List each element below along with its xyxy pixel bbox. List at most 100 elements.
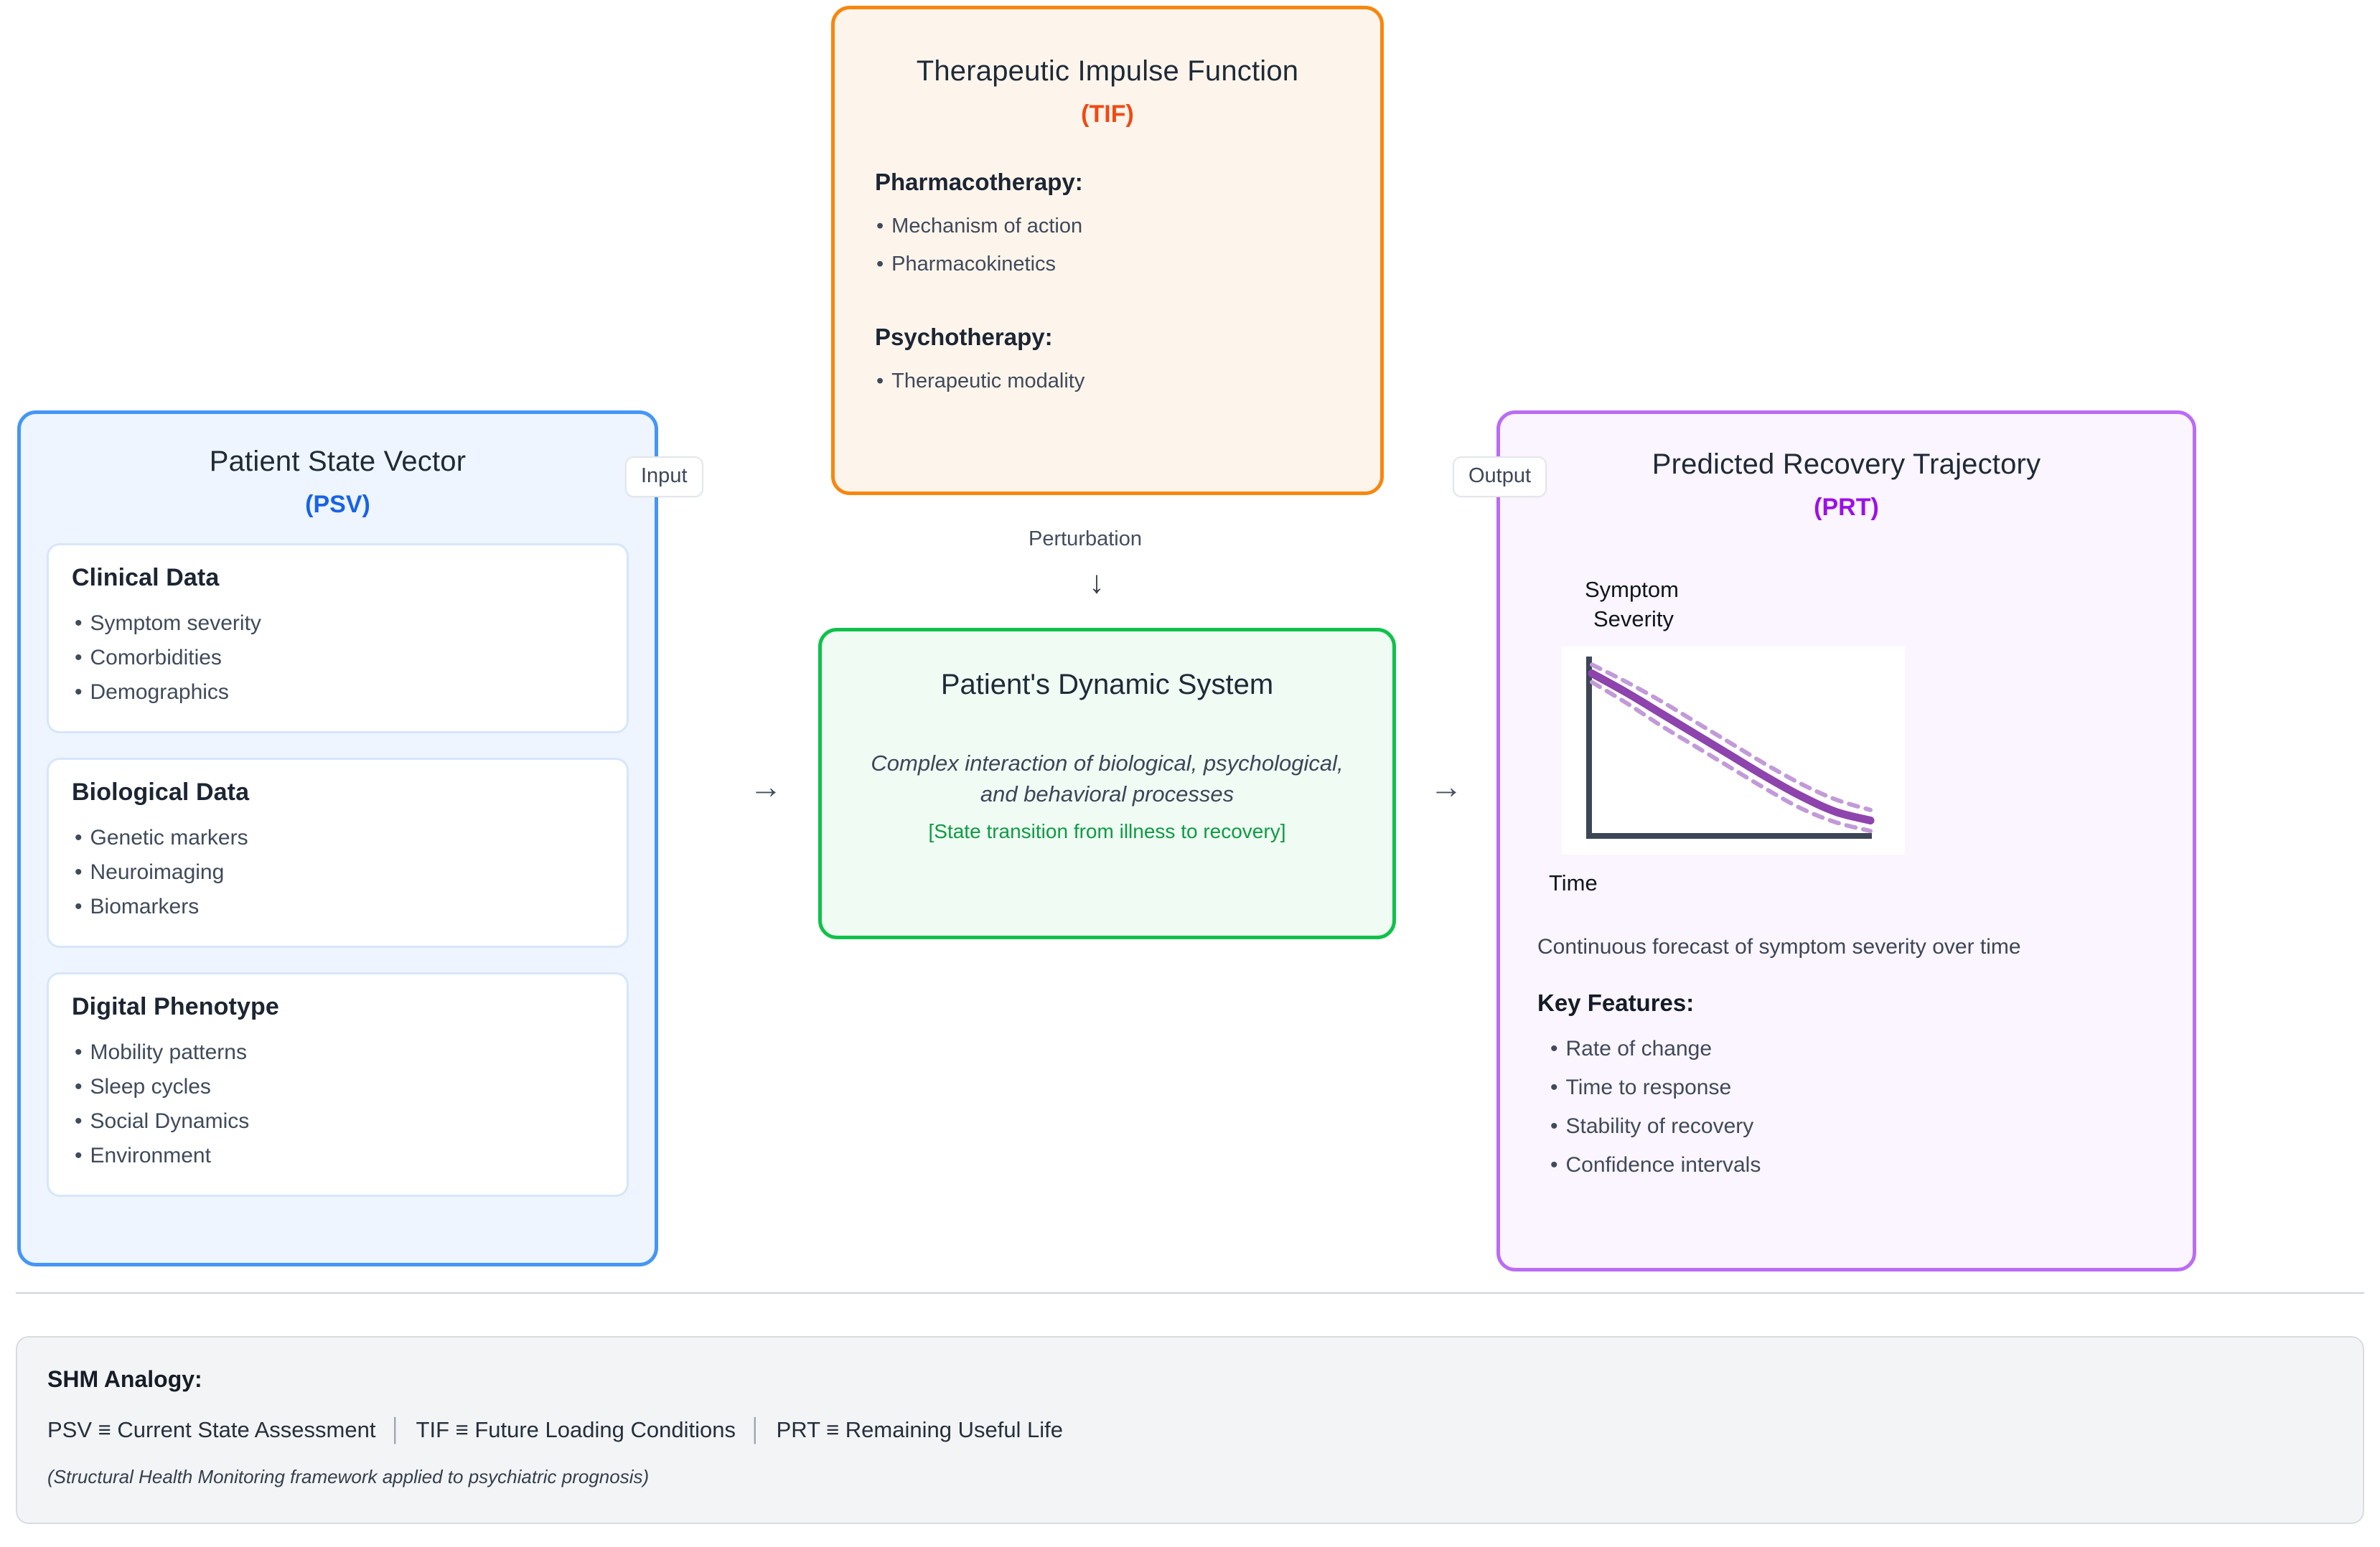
bullet-icon: • bbox=[876, 370, 884, 392]
list-item-label: Stability of recovery bbox=[1565, 1114, 1754, 1139]
card-list: • Genetic markers • Neuroimaging •Biomarke… bbox=[72, 821, 604, 924]
bullet-icon: • bbox=[75, 680, 83, 704]
card-heading: Biological Data bbox=[72, 779, 250, 806]
shm-title: SHM Analogy: bbox=[47, 1366, 202, 1392]
list-item: • Social Dynamics bbox=[72, 1104, 604, 1139]
y-axis-label-line2: Severity bbox=[1593, 606, 1674, 632]
arrow-tif-to-pds-icon: ↓ bbox=[1089, 565, 1105, 600]
panel-patient-state-vector: Patient State Vector (PSV) Clinical Data… bbox=[17, 410, 658, 1266]
confidence-interval-lower bbox=[1590, 680, 1873, 834]
list-item-label: Symptom severity bbox=[90, 611, 261, 635]
list-item: • Therapeutic modality bbox=[875, 362, 1340, 400]
list-item: • Comorbidities bbox=[72, 641, 604, 675]
perturbation-label: Perturbation bbox=[1029, 527, 1142, 550]
card-clinical-data: Clinical Data • Symptom severity • Comorbi… bbox=[47, 543, 629, 733]
bullet-icon: • bbox=[75, 1109, 83, 1133]
list-item-label: Environment bbox=[90, 1144, 211, 1167]
bullet-icon: • bbox=[1550, 1153, 1558, 1177]
list-item-label: Demographics bbox=[90, 680, 229, 704]
list-item-label: Neuroimaging bbox=[90, 860, 225, 884]
list-item-label: Mechanism of action bbox=[891, 215, 1083, 238]
arrow-psv-to-pds-icon: → bbox=[749, 768, 782, 805]
prt-key-features-title: Key Features: bbox=[1537, 989, 1695, 1017]
chart-x-axis-label: Time bbox=[1549, 870, 1598, 896]
list-item-label: Social Dynamics bbox=[90, 1109, 250, 1133]
tif-group-heading-psychotherapy: Psychotherapy: bbox=[875, 324, 1053, 350]
tif-group-heading-pharmacotherapy: Pharmacotherapy: bbox=[875, 169, 1083, 195]
list-item: • Demographics bbox=[72, 675, 604, 710]
list-item: • Time to response bbox=[1537, 1068, 2155, 1107]
card-digital-phenotype: Digital Phenotype •Mobility patterns •Sl… bbox=[47, 972, 629, 1197]
bullet-icon: • bbox=[75, 611, 83, 635]
prt-caption: Continuous forecast of symptom severity … bbox=[1537, 935, 2021, 959]
shm-mapping-psv: PSV ≡ Current State Assessment bbox=[47, 1417, 376, 1442]
tif-group-list-pharmacotherapy: • Mechanism of action • Pharmacokinetics bbox=[875, 207, 1340, 283]
list-item: •Mobility patterns bbox=[72, 1035, 604, 1070]
list-item: • Symptom severity bbox=[72, 606, 604, 641]
shm-mapping-prt: PRT ≡ Remaining Useful Life bbox=[776, 1417, 1064, 1442]
list-item: • Confidence intervals bbox=[1537, 1146, 2155, 1185]
bullet-icon: • bbox=[75, 646, 83, 669]
shm-mapping-tif: TIF ≡ Future Loading Conditions bbox=[416, 1417, 736, 1442]
bullet-icon: • bbox=[1550, 1076, 1558, 1100]
card-biological-data: Biological Data • Genetic markers • Neuroi… bbox=[47, 758, 629, 948]
list-item: • Mechanism of action bbox=[875, 207, 1340, 245]
prt-key-features-list: • Rate of change • Time to response • Stabi… bbox=[1537, 1030, 2155, 1185]
panel-therapeutic-impulse-function: Therapeutic Impulse Function (TIF) Pharm… bbox=[831, 6, 1384, 495]
bullet-icon: • bbox=[876, 215, 884, 238]
input-badge: Input bbox=[625, 456, 703, 497]
card-list: • Symptom severity • Comorbidities • Demogr… bbox=[72, 606, 604, 710]
pds-title: Patient's Dynamic System bbox=[940, 669, 1274, 700]
list-item-label: Therapeutic modality bbox=[891, 370, 1085, 392]
list-item-label: Sleep cycles bbox=[90, 1075, 211, 1099]
list-item: • Rate of change bbox=[1537, 1030, 2155, 1068]
section-divider bbox=[16, 1292, 2364, 1294]
card-heading: Clinical Data bbox=[72, 564, 220, 591]
list-item: • Neuroimaging bbox=[72, 855, 604, 890]
prt-title: Predicted Recovery Trajectory bbox=[1652, 448, 2041, 480]
bullet-icon: • bbox=[75, 1144, 83, 1167]
list-item-label: Mobility patterns bbox=[90, 1040, 247, 1064]
list-item-label: Confidence intervals bbox=[1565, 1153, 1761, 1177]
shm-note: (Structural Health Monitoring framework … bbox=[47, 1466, 650, 1487]
card-list: •Mobility patterns • Sleep cycles • Social… bbox=[72, 1035, 604, 1173]
trajectory-plot bbox=[1586, 657, 1875, 840]
list-item-label: Comorbidities bbox=[90, 646, 222, 669]
list-item: • Stability of recovery bbox=[1537, 1107, 2155, 1146]
bullet-icon: • bbox=[1550, 1037, 1558, 1061]
predicted-trajectory-line bbox=[1588, 669, 1875, 825]
shm-separator: │ bbox=[749, 1417, 763, 1442]
pds-state-note: [State transition from illness to recove… bbox=[928, 819, 1286, 842]
recovery-trajectory-chart bbox=[1562, 646, 1905, 855]
bullet-icon: • bbox=[75, 860, 83, 884]
list-item: • Environment bbox=[72, 1139, 604, 1173]
list-item: •Biomarkers bbox=[72, 890, 604, 924]
tif-title: Therapeutic Impulse Function bbox=[916, 55, 1299, 87]
y-axis-label-line1: Symptom bbox=[1585, 577, 1679, 602]
panel-patient-dynamic-system: Patient's Dynamic System Complex interac… bbox=[818, 628, 1396, 939]
psv-title: Patient State Vector bbox=[209, 446, 467, 477]
shm-analogy-panel: SHM Analogy: PSV ≡ Current State Assessm… bbox=[16, 1336, 2364, 1524]
list-item-label: Time to response bbox=[1565, 1076, 1732, 1100]
confidence-interval-upper bbox=[1590, 662, 1873, 813]
list-item-label: Pharmacokinetics bbox=[891, 253, 1057, 276]
shm-separator: │ bbox=[389, 1417, 403, 1442]
bullet-icon: • bbox=[75, 826, 83, 850]
panel-predicted-recovery-trajectory: Predicted Recovery Trajectory (PRT) Symp… bbox=[1496, 410, 2196, 1271]
psv-abbreviation: (PSV) bbox=[305, 491, 370, 518]
bullet-icon: • bbox=[1550, 1114, 1558, 1139]
pds-description: Complex interaction of biological, psych… bbox=[871, 751, 1344, 807]
arrow-pds-to-prt-icon: → bbox=[1430, 768, 1463, 805]
prt-abbreviation: (PRT) bbox=[1814, 494, 1879, 521]
list-item: • Pharmacokinetics bbox=[875, 245, 1340, 283]
card-heading: Digital Phenotype bbox=[72, 993, 279, 1020]
bullet-icon: • bbox=[876, 253, 884, 276]
list-item: • Genetic markers bbox=[72, 821, 604, 855]
tif-group-list-psychotherapy: • Therapeutic modality bbox=[875, 362, 1340, 400]
list-item-label: Rate of change bbox=[1565, 1037, 1712, 1061]
shm-mappings: PSV ≡ Current State Assessment │ TIF ≡ F… bbox=[47, 1417, 2333, 1443]
list-item-label: Genetic markers bbox=[90, 826, 248, 850]
output-badge: Output bbox=[1453, 456, 1547, 497]
list-item-label: Biomarkers bbox=[90, 895, 200, 918]
